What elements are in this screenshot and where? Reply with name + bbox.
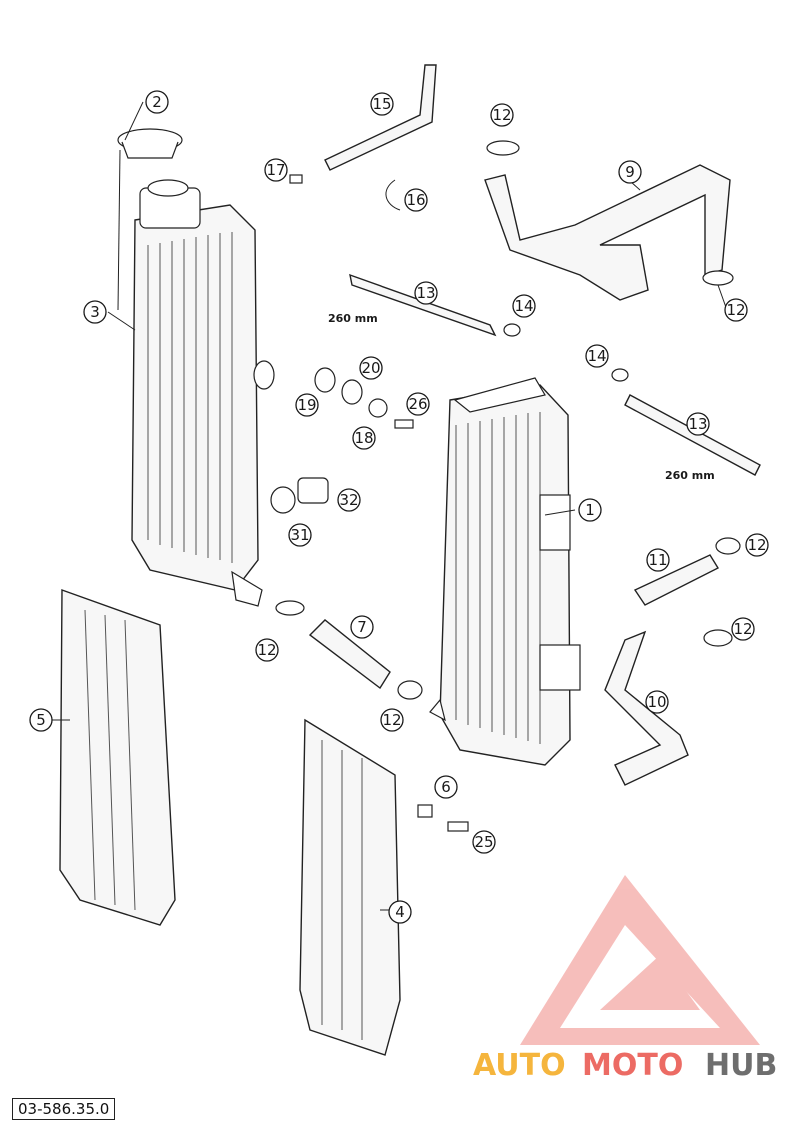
callout-10: 10 [645,690,669,714]
callout-12-a: 12 [490,103,514,127]
svg-text:13: 13 [688,415,707,433]
callout-26: 26 [406,392,430,416]
svg-text:12: 12 [257,641,276,659]
callout-13-a: 13 [414,281,438,305]
watermark-text: AUTO MOTO HUB [473,1048,777,1083]
svg-text:12: 12 [726,301,745,319]
screw-25 [447,821,469,832]
svg-text:16: 16 [406,191,425,209]
callout-12-e: 12 [255,638,279,662]
callout-11: 11 [646,548,670,572]
right-radiator [429,377,581,766]
svg-text:12: 12 [492,106,511,124]
svg-text:1: 1 [585,501,595,519]
svg-text:15: 15 [372,95,391,113]
svg-text:13: 13 [416,284,435,302]
svg-text:12: 12 [747,536,766,554]
callout-18: 18 [352,426,376,450]
callout-19: 19 [295,393,319,417]
svg-text:6: 6 [441,778,451,796]
watermark-logo [520,875,760,1045]
svg-text:3: 3 [90,303,100,321]
watermark-auto: AUTO [473,1048,566,1083]
fittings [314,367,414,429]
left-radiator-shroud [59,589,176,926]
callout-20: 20 [359,356,383,380]
svg-text:11: 11 [648,551,667,569]
callout-9: 9 [618,160,642,184]
svg-text:14: 14 [587,347,606,365]
callout-13-b: 13 [686,412,710,436]
svg-text:10: 10 [647,693,666,711]
callout-25: 25 [472,830,496,854]
svg-text:9: 9 [625,163,635,181]
svg-text:20: 20 [361,359,380,377]
svg-text:5: 5 [36,711,46,729]
svg-text:7: 7 [357,618,367,636]
callout-2: 2 [145,90,169,114]
hose-7 [308,619,391,690]
bracket-6 [417,804,433,818]
svg-text:26: 26 [408,395,427,413]
left-radiator [131,179,275,607]
small-clamps [503,323,629,382]
dimension-label-right: 260 mm [665,469,715,482]
callout-5: 5 [29,708,53,732]
callout-14-b: 14 [585,344,609,368]
callout-12-b: 12 [724,298,748,322]
callout-12-c: 12 [745,533,769,557]
right-radiator-shroud [299,718,401,1056]
callout-12-d: 12 [731,617,755,641]
callout-7: 7 [350,615,374,639]
callout-1: 1 [578,498,602,522]
callout-12-f: 12 [380,708,404,732]
clip-16 [385,179,401,211]
screw-17 [289,174,303,184]
watermark-hub: HUB [705,1048,777,1083]
svg-text:2: 2 [152,93,162,111]
clamps [275,140,741,700]
svg-text:17: 17 [266,161,285,179]
radiator-cap [117,128,183,159]
svg-text:19: 19 [297,396,316,414]
svg-text:31: 31 [290,526,309,544]
filler-neck [270,477,329,514]
callout-4: 4 [388,900,412,924]
callout-14-a: 14 [512,294,536,318]
svg-text:18: 18 [354,429,373,447]
callout-16: 16 [404,188,428,212]
hose-11 [633,554,719,606]
svg-text:32: 32 [339,491,358,509]
hose-13-right [624,394,761,476]
hose-10 [604,630,689,786]
svg-text:12: 12 [733,620,752,638]
svg-text:4: 4 [395,903,405,921]
callout-32: 32 [337,488,361,512]
reference-code: 03-586.35.0 [12,1098,116,1120]
hose-13-left [349,273,497,337]
svg-text:25: 25 [474,833,493,851]
watermark-moto: MOTO [582,1048,683,1083]
svg-text:14: 14 [514,297,533,315]
svg-text:12: 12 [382,711,401,729]
callout-15: 15 [370,92,394,116]
callout-17: 17 [264,158,288,182]
hose-15 [324,64,437,171]
callout-6: 6 [434,775,458,799]
dimension-label-left: 260 mm [328,312,378,325]
callout-31: 31 [288,523,312,547]
hose-9 [484,164,731,301]
callout-3: 3 [83,300,107,324]
